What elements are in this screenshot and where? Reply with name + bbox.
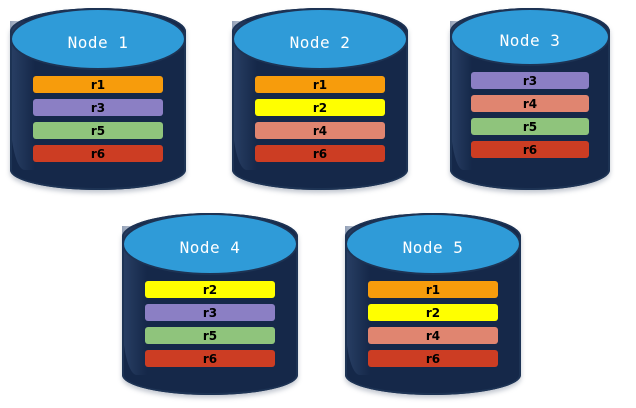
cylinder-top-ellipse: Node 5: [345, 213, 521, 275]
replica-label: r3: [202, 305, 218, 320]
replica-label: r1: [312, 77, 328, 92]
node-label: Node 5: [402, 237, 464, 257]
cylinder-top-ellipse: Node 1: [10, 8, 186, 70]
replica-label: r3: [522, 73, 538, 88]
replica-bar[interactable]: r6: [254, 145, 386, 162]
replica-label: r6: [202, 351, 218, 366]
replica-label: r2: [425, 305, 441, 320]
replica-bar[interactable]: r5: [144, 327, 276, 344]
replica-label: r4: [312, 123, 328, 138]
replica-bar[interactable]: r3: [470, 72, 590, 89]
node-3[interactable]: Node 3 r3 r4 r5 r6: [450, 8, 610, 190]
replica-bar[interactable]: r3: [32, 99, 164, 116]
node-label: Node 3: [499, 30, 561, 50]
replica-label: r1: [425, 282, 441, 297]
replica-label: r5: [90, 123, 106, 138]
replica-list: r1 r2 r4 r6: [232, 76, 408, 162]
replica-bar[interactable]: r6: [470, 141, 590, 158]
replica-label: r6: [522, 142, 538, 157]
replica-bar[interactable]: r6: [144, 350, 276, 367]
replica-bar[interactable]: r2: [367, 304, 499, 321]
replica-bar[interactable]: r4: [470, 95, 590, 112]
replica-bar[interactable]: r6: [32, 145, 164, 162]
replica-bar[interactable]: r1: [367, 281, 499, 298]
replica-label: r6: [425, 351, 441, 366]
replica-label: r1: [90, 77, 106, 92]
replica-list: r3 r4 r5 r6: [450, 72, 610, 158]
replica-bar[interactable]: r4: [367, 327, 499, 344]
replica-label: r4: [522, 96, 538, 111]
replica-list: r1 r3 r5 r6: [10, 76, 186, 162]
cylinder-top-ellipse: Node 2: [232, 8, 408, 70]
node-4[interactable]: Node 4 r2 r3 r5 r6: [122, 213, 298, 395]
cylinder-top-ellipse: Node 3: [450, 8, 610, 66]
replica-list: r2 r3 r5 r6: [122, 281, 298, 367]
replica-bar[interactable]: r1: [254, 76, 386, 93]
node-label: Node 2: [289, 32, 351, 52]
replica-bar[interactable]: r2: [144, 281, 276, 298]
replica-bar[interactable]: r4: [254, 122, 386, 139]
replica-label: r6: [90, 146, 106, 161]
node-2[interactable]: Node 2 r1 r2 r4 r6: [232, 8, 408, 190]
node-label: Node 1: [67, 32, 129, 52]
replica-label: r3: [90, 100, 106, 115]
node-label: Node 4: [179, 237, 241, 257]
replica-list: r1 r2 r4 r6: [345, 281, 521, 367]
replica-bar[interactable]: r3: [144, 304, 276, 321]
replica-label: r2: [312, 100, 328, 115]
node-1[interactable]: Node 1 r1 r3 r5 r6: [10, 8, 186, 190]
replica-label: r5: [522, 119, 538, 134]
replica-label: r5: [202, 328, 218, 343]
replica-bar[interactable]: r5: [470, 118, 590, 135]
replica-bar[interactable]: r5: [32, 122, 164, 139]
replica-bar[interactable]: r2: [254, 99, 386, 116]
cylinder-top-ellipse: Node 4: [122, 213, 298, 275]
replica-bar[interactable]: r1: [32, 76, 164, 93]
node-5[interactable]: Node 5 r1 r2 r4 r6: [345, 213, 521, 395]
replica-label: r6: [312, 146, 328, 161]
replica-bar[interactable]: r6: [367, 350, 499, 367]
replica-label: r4: [425, 328, 441, 343]
replica-label: r2: [202, 282, 218, 297]
